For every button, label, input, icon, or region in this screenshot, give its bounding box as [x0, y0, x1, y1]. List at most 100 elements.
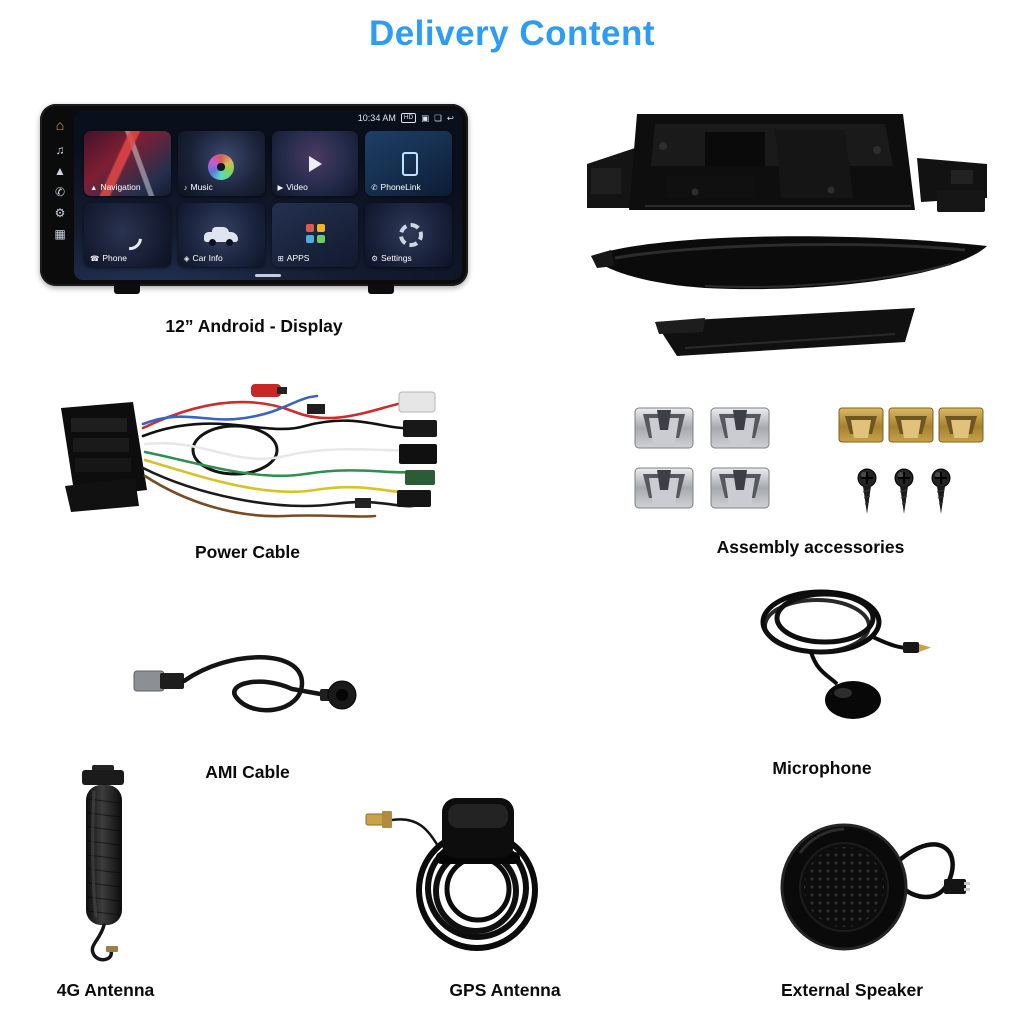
mount-lug-left	[114, 284, 140, 294]
app-label-phone: ☎ Phone	[90, 253, 127, 264]
carinfo-tile-text: Car Info	[192, 253, 223, 263]
gps-coax	[391, 818, 440, 847]
harness-plugs	[307, 391, 437, 508]
settings-tile-text: Settings	[380, 253, 412, 263]
mic-cable-coil	[760, 589, 910, 686]
car-art	[204, 227, 239, 247]
app-label-phonelink: ✆ PhoneLink	[371, 181, 421, 192]
antenna-cable	[90, 923, 118, 962]
microphone-caption: Microphone	[772, 758, 872, 778]
video-tile-text: Video	[286, 181, 308, 192]
status-bar: 10:34 AM HD ▣ ❏ ↩	[358, 113, 454, 123]
navigation-tile-icon: ▲	[90, 182, 98, 192]
gps-puck	[436, 798, 520, 864]
app-tile-navigation: ▲ Navigation	[84, 131, 171, 196]
apps-icon: ▦	[54, 227, 66, 241]
speaker-body	[780, 823, 908, 951]
app-tile-carinfo: ◈ Car Info	[177, 202, 265, 267]
4g-antenna-caption: 4G Antenna	[56, 980, 155, 1000]
ami-cable-caption: AMI Cable	[205, 762, 290, 782]
settings-icon: ⚙	[54, 206, 66, 220]
main-bracket	[587, 114, 987, 212]
app-tile-phonelink: ✆ PhoneLink	[365, 131, 452, 196]
phonelink-tile-text: PhoneLink	[380, 181, 421, 192]
mount-lug-right	[368, 284, 394, 294]
music-disc-art	[208, 154, 235, 181]
gps-antenna-image	[365, 798, 538, 951]
display-screen: 10:34 AM HD ▣ ❏ ↩ ▲ Navigation ♪	[74, 110, 462, 280]
navigation-map-art	[84, 131, 171, 196]
app-tile-apps: ⊞ APPS	[271, 202, 359, 267]
page-title: Delivery Content	[368, 14, 656, 53]
4g-antenna-image	[82, 765, 124, 962]
silver-clip	[634, 467, 694, 509]
ami-round-plug	[320, 680, 357, 710]
antenna-body	[82, 765, 124, 925]
silver-clip	[710, 467, 770, 509]
app-tile-video: ▶ Video	[271, 131, 359, 196]
back-icon: ↩	[446, 113, 454, 123]
mounting-brackets-image	[587, 114, 987, 356]
display-caption: 12” Android - Display	[165, 316, 343, 336]
speaker-cable	[891, 842, 970, 900]
ami-cable-wire	[181, 655, 329, 713]
navigation-icon: ▲	[54, 164, 66, 178]
power-cable-caption: Power Cable	[194, 542, 301, 562]
gold-clip	[888, 407, 934, 443]
home-bar	[255, 274, 281, 277]
app-label-apps: ⊞ APPS	[277, 253, 310, 264]
external-speaker-caption: External Speaker	[780, 980, 924, 1000]
phone-icon: ✆	[54, 185, 66, 199]
ami-connector	[133, 670, 184, 692]
hd-badge: HD	[400, 113, 417, 123]
app-grid: ▲ Navigation ♪ Music ▶ Video	[84, 131, 452, 267]
microphone-image	[760, 589, 931, 719]
ami-cable-image	[133, 655, 357, 713]
assembly-caption: Assembly accessories	[716, 537, 905, 557]
navigation-tile-text: Navigation	[100, 181, 141, 192]
external-speaker-image	[780, 823, 970, 951]
display-sidebar: ⌂ ♫ ▲ ✆ ⚙ ▦	[46, 110, 74, 280]
harness-connector-block	[61, 402, 147, 512]
screw	[894, 468, 914, 514]
screw	[857, 468, 877, 514]
music-tile-icon: ♪	[183, 182, 188, 192]
power-cable-image	[61, 384, 437, 518]
wire-bundle	[141, 394, 415, 518]
side-strip	[655, 308, 915, 356]
app-tile-phone: ☎ Phone	[84, 202, 171, 267]
phone-tile-icon: ☎	[90, 254, 100, 263]
app-tile-settings: ⚙ Settings	[365, 202, 452, 267]
apps-grid-art	[305, 224, 314, 233]
android-display-unit: ⌂ ♫ ▲ ✆ ⚙ ▦ 10:34 AM HD ▣ ❏ ↩ ▲ Navigati…	[40, 104, 468, 294]
phone-tile-text: Phone	[102, 253, 127, 263]
gold-clip	[938, 407, 984, 443]
carinfo-tile-icon: ◈	[183, 254, 190, 263]
app-tile-music: ♪ Music	[177, 131, 265, 196]
apps-tile-text: APPS	[286, 253, 310, 263]
gear-art	[398, 223, 423, 248]
silver-clip	[710, 407, 770, 449]
window-icon: ❏	[434, 113, 442, 123]
trim-panel	[591, 236, 987, 290]
phone-handset-art	[113, 220, 148, 255]
app-label-carinfo: ◈ Car Info	[183, 253, 223, 264]
screenshot-icon: ▣	[421, 113, 430, 123]
silver-clip	[634, 407, 694, 449]
app-label-navigation: ▲ Navigation	[90, 181, 141, 192]
video-tile-icon: ▶	[277, 182, 284, 192]
phonelink-tile-icon: ✆	[371, 182, 378, 192]
app-label-music: ♪ Music	[183, 182, 213, 192]
music-icon: ♫	[55, 143, 65, 157]
gold-clip	[838, 407, 884, 443]
fuse-holder	[251, 384, 287, 397]
sma-connector	[365, 811, 392, 828]
apps-tile-icon: ⊞	[277, 254, 284, 263]
mic-capsule	[825, 681, 881, 719]
settings-tile-icon: ⚙	[371, 254, 378, 263]
app-label-settings: ⚙ Settings	[371, 253, 412, 264]
assembly-clips-screws-image	[634, 407, 984, 514]
status-time: 10:34 AM	[357, 113, 396, 123]
screw	[931, 468, 951, 514]
app-label-video: ▶ Video	[277, 181, 308, 192]
